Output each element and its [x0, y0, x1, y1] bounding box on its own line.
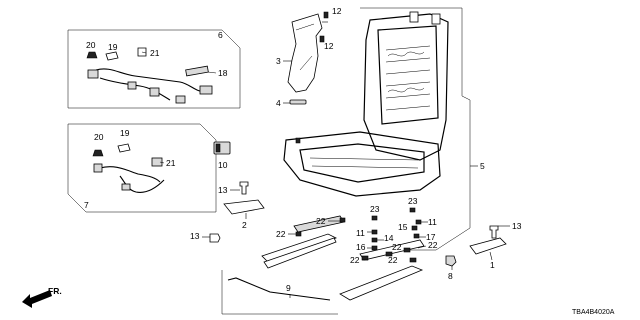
switch-10: 10 [213, 141, 231, 170]
callout-4: 4 [276, 98, 281, 108]
callout-1: 1 [490, 260, 495, 270]
cover-1: 13 1 [469, 221, 522, 270]
callout-20: 20 [86, 40, 96, 50]
callout-11: 11 [356, 228, 365, 238]
callout-10: 10 [218, 160, 228, 170]
callout-13: 13 [218, 185, 228, 195]
front-direction-arrow: FR. [22, 286, 62, 308]
seat-frame: 5 [283, 7, 485, 251]
callout-3: 3 [276, 56, 281, 66]
callout-22: 22 [428, 240, 438, 250]
callout-7: 7 [84, 200, 89, 210]
callout-11: 11 [428, 217, 437, 227]
callout-21: 21 [166, 158, 176, 168]
callout-22: 22 [350, 255, 360, 265]
side-cover-parts: 12 12 3 4 [276, 6, 342, 108]
bolts-and-cover-2: 13 2 13 [190, 181, 265, 243]
diagram-code: TBA4B4020A [572, 309, 615, 316]
callout-12: 12 [324, 41, 334, 51]
callout-16: 16 [356, 242, 366, 252]
callout-21: 21 [150, 48, 160, 58]
callout-23: 23 [370, 204, 380, 214]
hardware-callouts: 22 22 23 11 14 16 23 11 15 17 22 22 22 2… [276, 196, 438, 265]
callout-12: 12 [332, 6, 342, 16]
callout-22: 22 [392, 242, 402, 252]
callout-9: 9 [286, 283, 291, 293]
callout-5: 5 [480, 161, 485, 171]
callout-22: 22 [388, 255, 398, 265]
callout-14: 14 [384, 233, 394, 243]
slide-rails: 9 [221, 215, 425, 315]
direction-label: FR. [48, 286, 62, 296]
harness-group-7: 20 19 21 7 [67, 123, 217, 213]
callout-15: 15 [398, 222, 408, 232]
callout-23: 23 [408, 196, 418, 206]
callout-17: 17 [426, 232, 436, 242]
callout-18: 18 [218, 68, 228, 78]
callout-13: 13 [190, 231, 200, 241]
callout-13: 13 [512, 221, 522, 231]
callout-2: 2 [242, 220, 247, 230]
callout-20: 20 [94, 132, 104, 142]
callout-8: 8 [448, 271, 453, 281]
callout-19: 19 [120, 128, 130, 138]
callout-22: 22 [276, 229, 286, 239]
part-8: 8 [445, 255, 457, 281]
harness-group-6: 20 19 21 18 6 [67, 29, 241, 109]
callout-19: 19 [108, 42, 118, 52]
callout-6: 6 [218, 30, 223, 40]
callout-22: 22 [316, 216, 326, 226]
